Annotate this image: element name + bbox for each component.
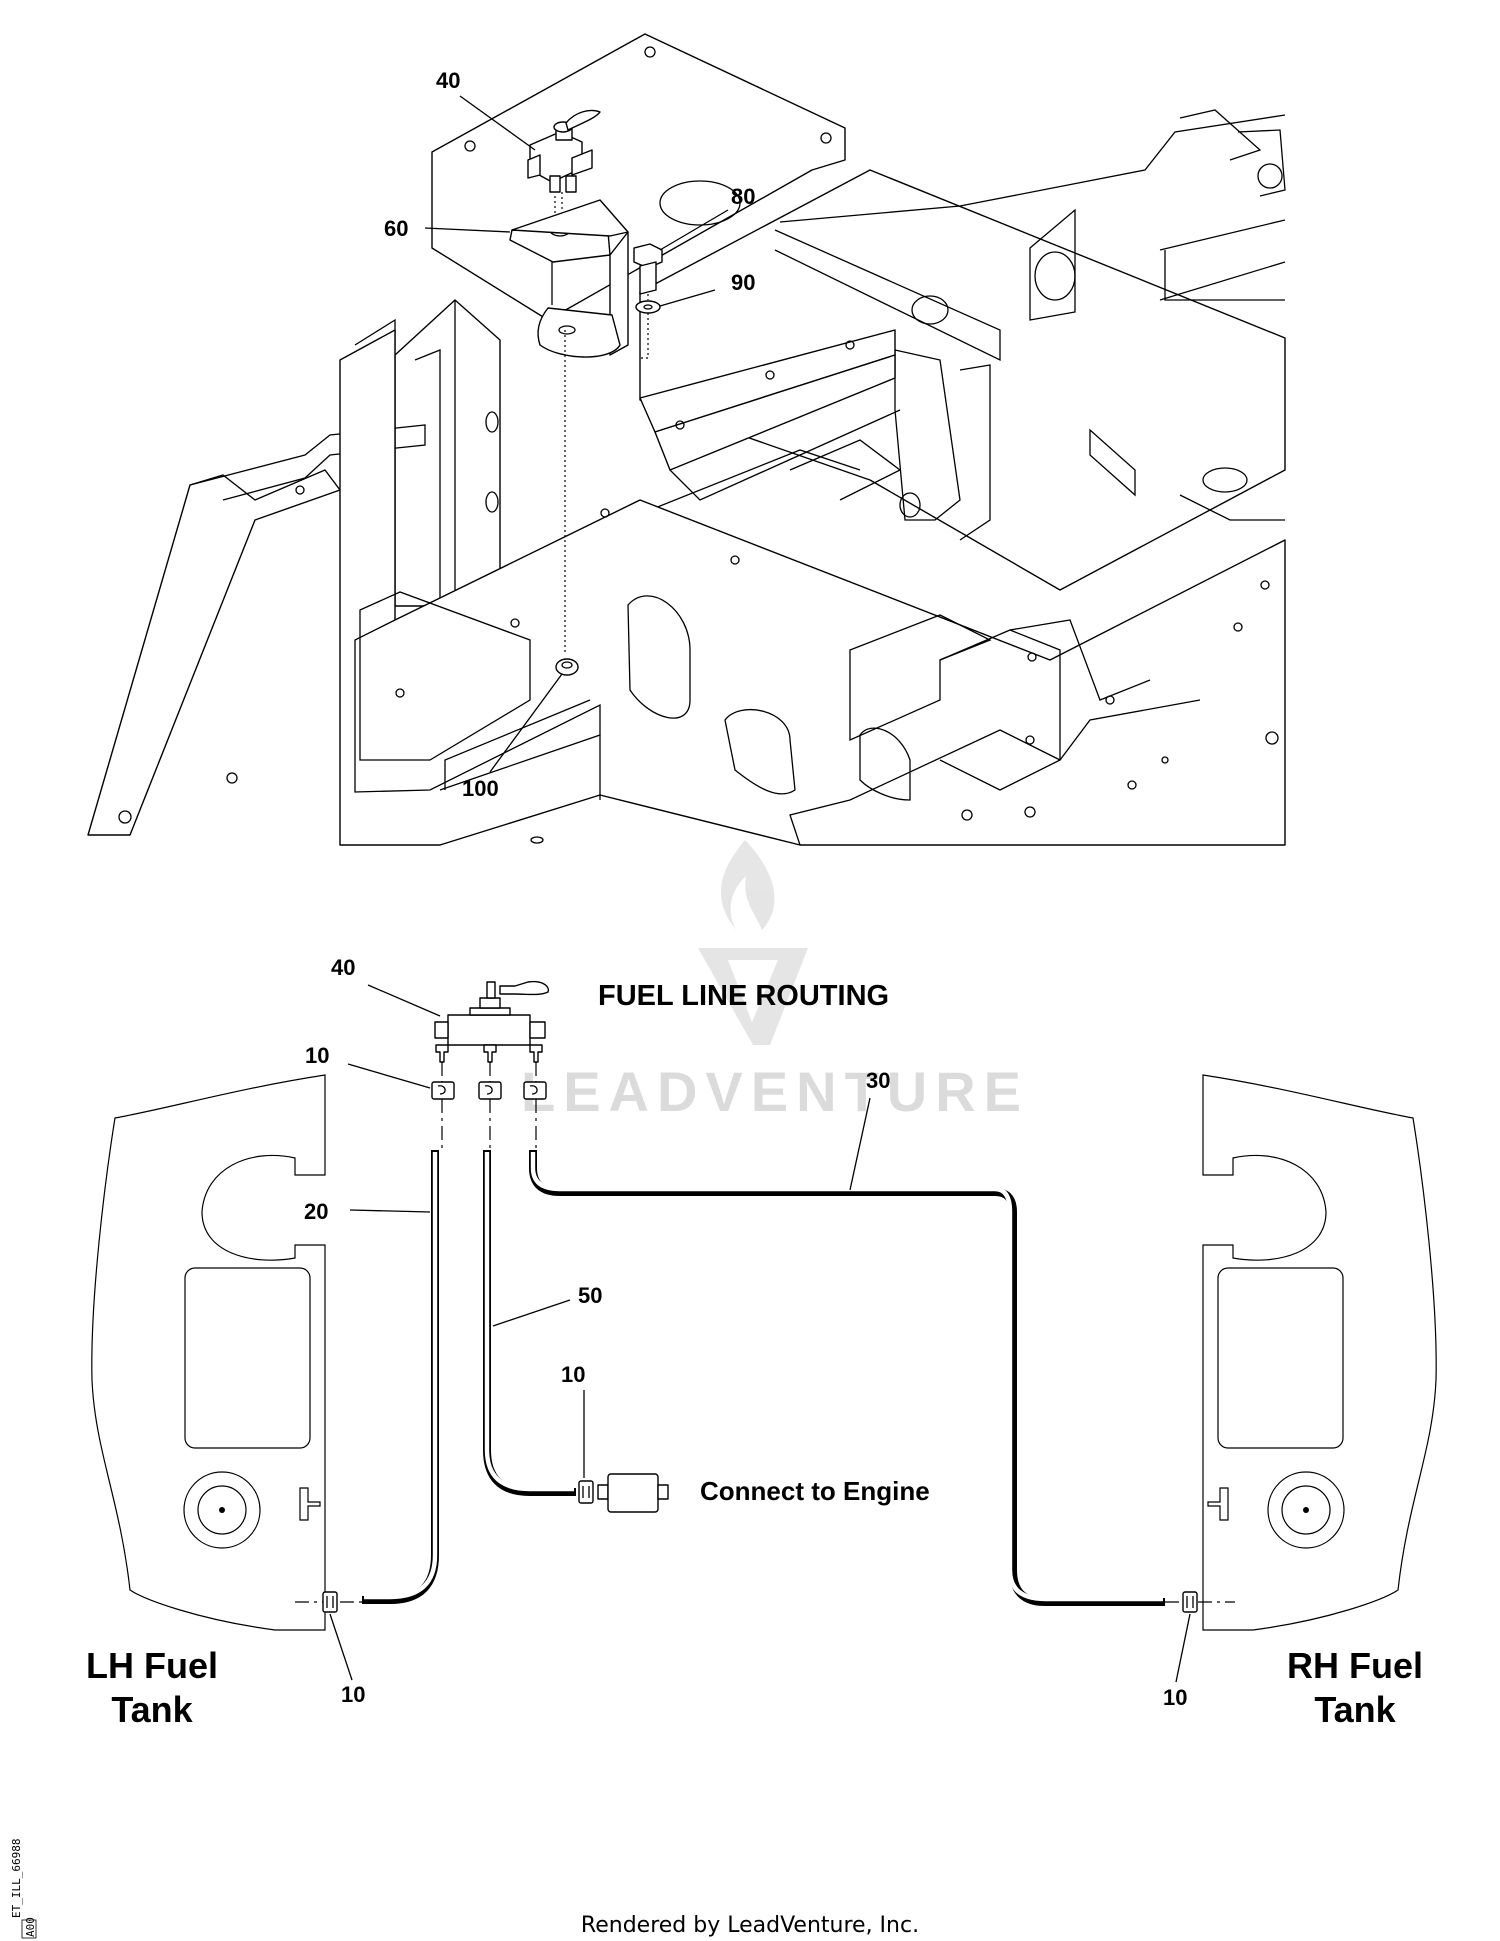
fuel-hose-rh xyxy=(529,1150,1165,1606)
illustration-code: ET_ILL_66988 xyxy=(10,1839,23,1918)
engine-clamp-and-filter xyxy=(578,1473,669,1513)
fuel-valve-assembly xyxy=(509,109,663,676)
callout-30: 30 xyxy=(866,1068,890,1093)
callout-10-rh-clamp: 10 xyxy=(1163,1685,1187,1710)
fuel-hose-engine xyxy=(483,1150,576,1496)
callout-10-valve-clamps: 10 xyxy=(305,1043,329,1068)
callout-20: 20 xyxy=(304,1199,328,1224)
valve-clamps xyxy=(431,1081,547,1100)
engine-label: Connect to Engine xyxy=(700,1476,930,1506)
callout-10-engine-clamp: 10 xyxy=(561,1362,585,1387)
lh-tank-label-line1: LH Fuel xyxy=(86,1645,218,1686)
footer-credit: Rendered by LeadVenture, Inc. xyxy=(581,1913,919,1938)
callout-90: 90 xyxy=(731,270,755,295)
fuel-hose-lh xyxy=(362,1150,439,1604)
callout-80: 80 xyxy=(731,184,755,209)
routing-heading: FUEL LINE ROUTING xyxy=(598,980,889,1012)
revision-code: A00 xyxy=(24,1917,37,1937)
frame-illustration xyxy=(87,33,1286,846)
callout-60: 60 xyxy=(384,216,408,241)
routing-callouts: 40 10 20 30 50 10 10 10 xyxy=(304,955,1191,1710)
callout-10-lh-clamp: 10 xyxy=(341,1682,365,1707)
watermark-v-icon xyxy=(698,948,808,1045)
rh-fuel-tank xyxy=(1202,1074,1437,1631)
lh-tank-label-line2: Tank xyxy=(111,1689,193,1730)
callout-40-routing: 40 xyxy=(331,955,355,980)
callout-40-top: 40 xyxy=(436,68,460,93)
lh-tank-clamp xyxy=(295,1591,362,1613)
rh-tank-clamp xyxy=(1165,1591,1235,1613)
lh-fuel-tank xyxy=(91,1074,326,1631)
rh-tank-label-line1: RH Fuel xyxy=(1287,1645,1423,1686)
watermark-flame-icon xyxy=(720,840,775,930)
watermark-text: LEADVENTURE xyxy=(521,1060,1029,1123)
top-callouts: 40 60 80 90 100 xyxy=(384,68,755,801)
routing-fuel-valve xyxy=(434,980,549,1063)
rh-tank-label-line2: Tank xyxy=(1314,1689,1396,1730)
callout-100: 100 xyxy=(462,776,499,801)
leadventure-watermark: LEADVENTURE xyxy=(521,840,1029,1123)
callout-50: 50 xyxy=(578,1283,602,1308)
